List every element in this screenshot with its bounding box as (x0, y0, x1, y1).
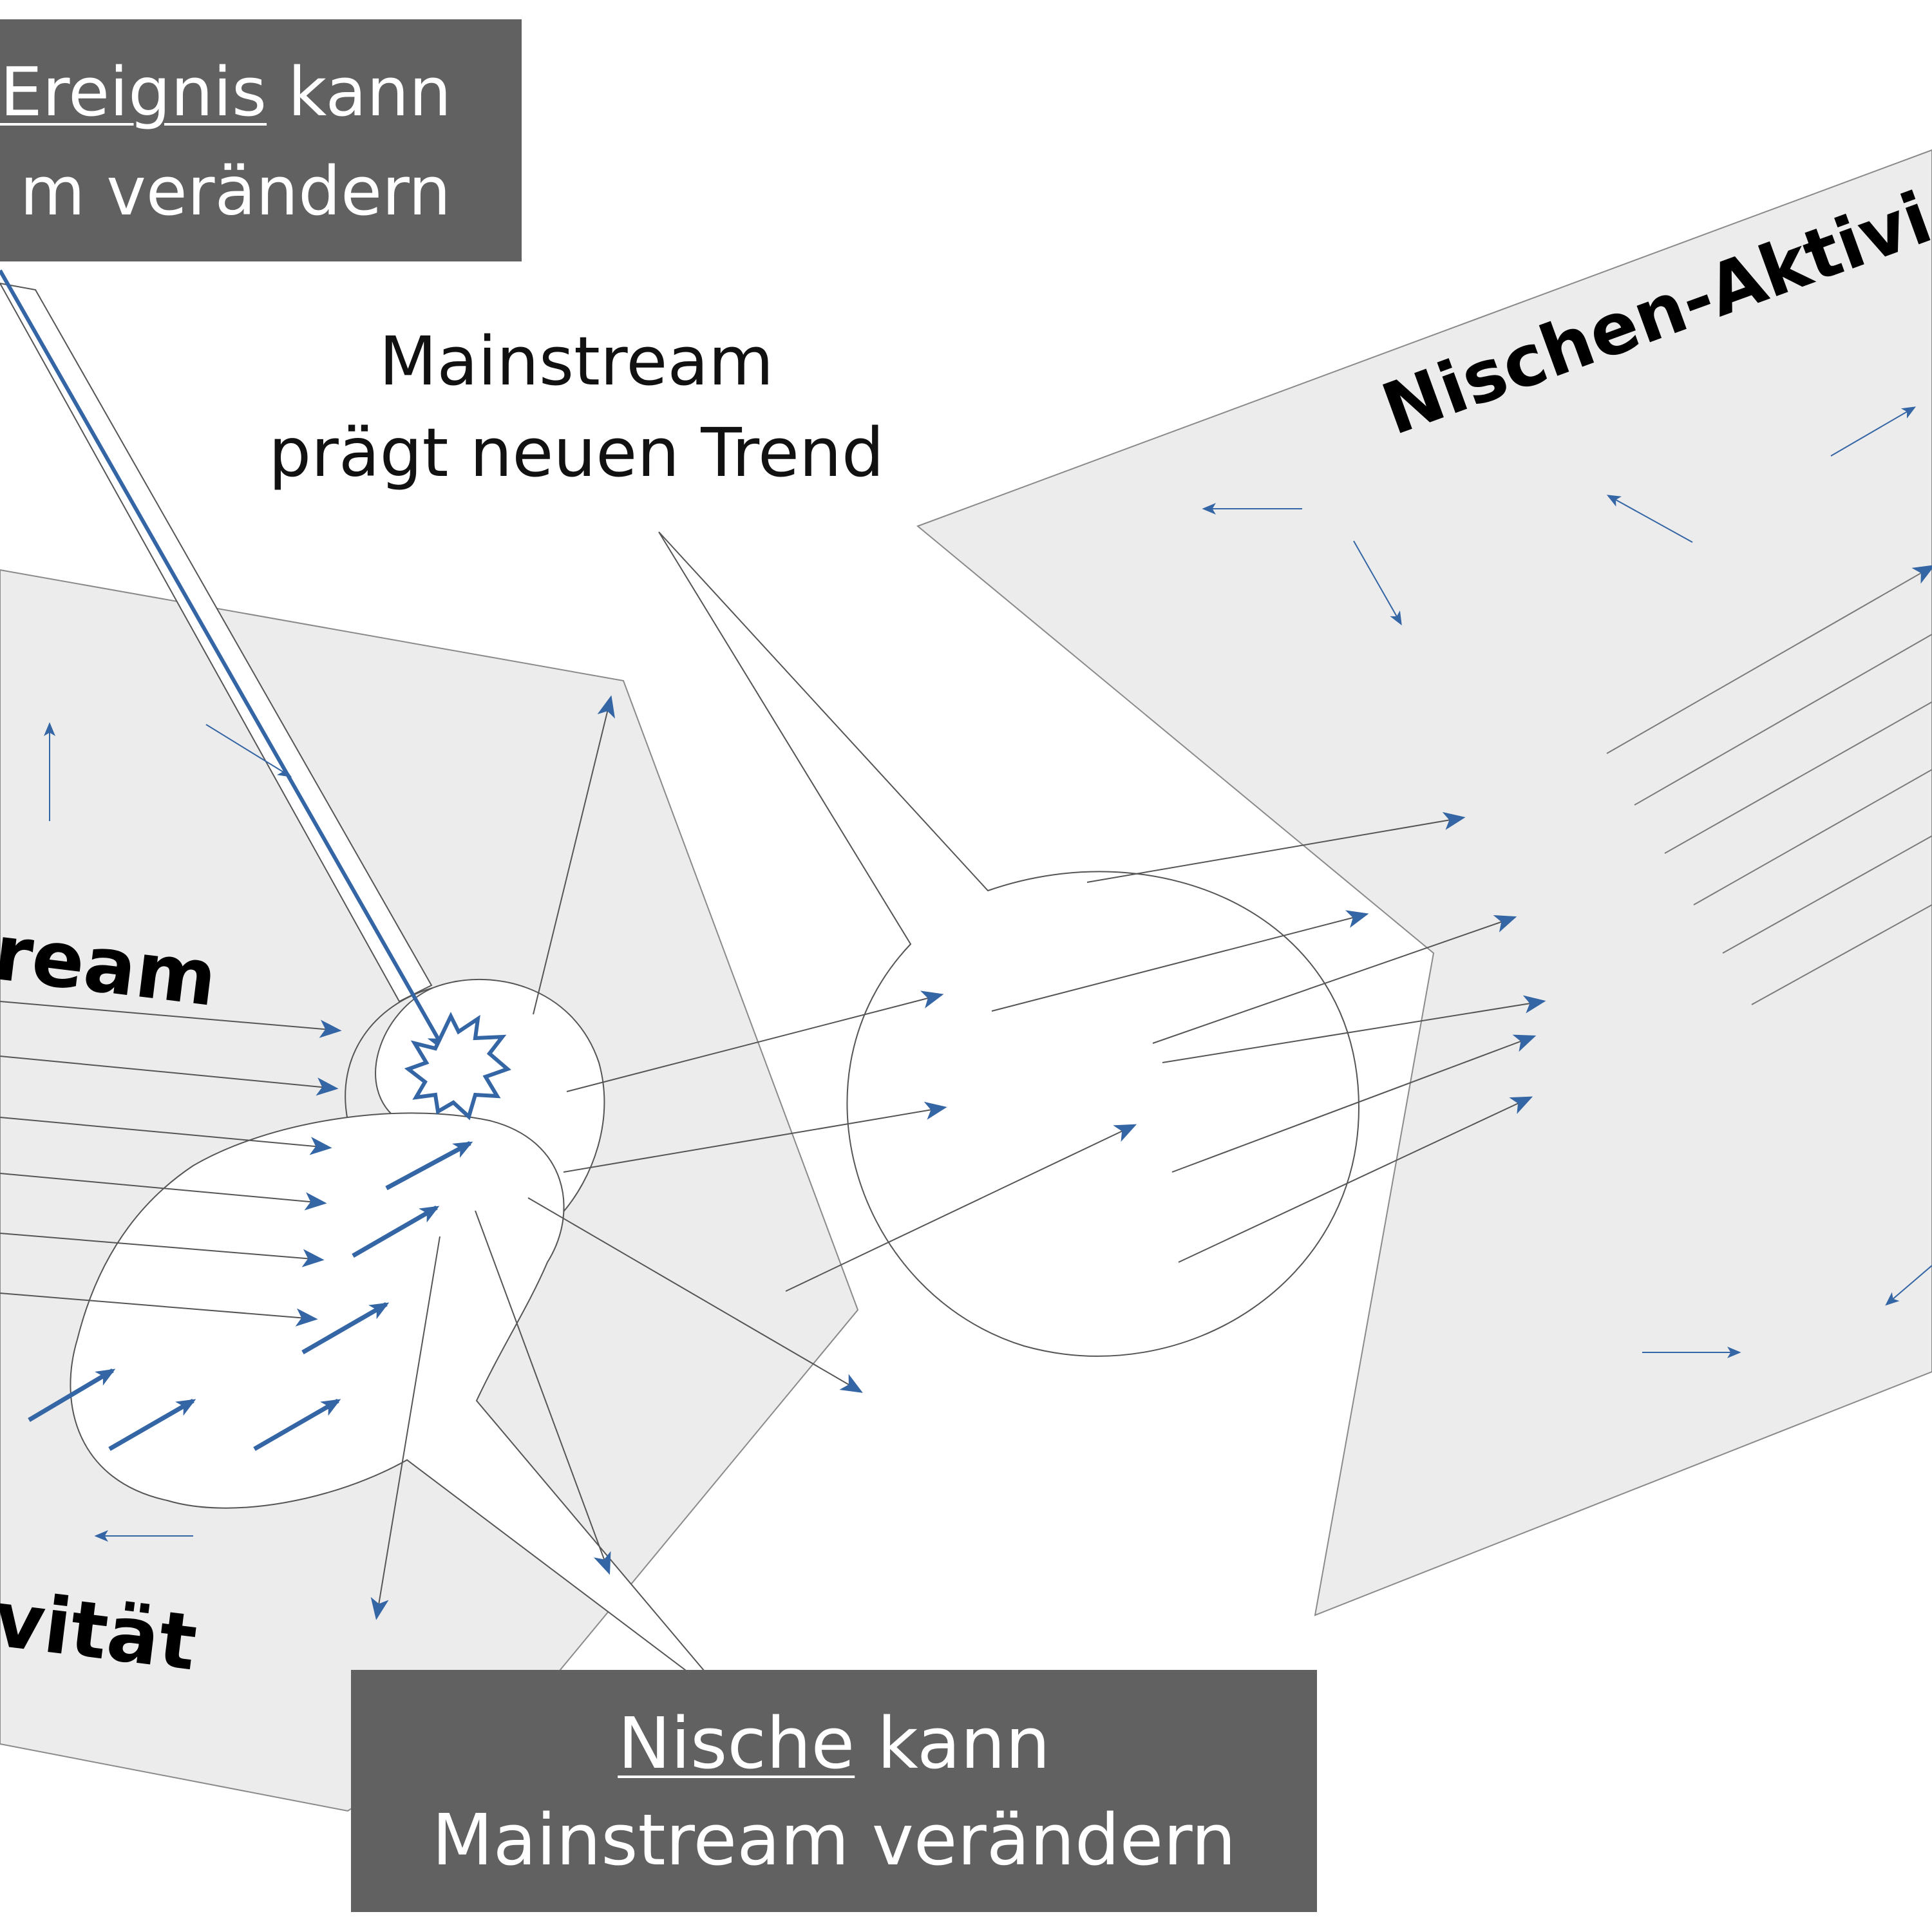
niche-box-line1: Nische kann (351, 1702, 1317, 1785)
event-box-line1: Ereignis kann (0, 53, 522, 131)
flow-arrow (0, 1173, 327, 1211)
mainstream-callout-line1: Mainstream (379, 322, 774, 401)
flow-arrow (0, 1293, 318, 1327)
mainstream-callout-bubble (658, 531, 1360, 1357)
right-plane (916, 149, 1932, 1616)
niche-arrow (301, 1302, 390, 1355)
right-down-arrow (1353, 540, 1402, 626)
flow-arrow (1152, 914, 1517, 1044)
flow-arrow (370, 1236, 440, 1620)
event-arrow (0, 269, 446, 1053)
event-box-line2: m verändern (19, 152, 451, 231)
niche-arrow (385, 1141, 473, 1191)
flow-arrow (1162, 995, 1546, 1063)
trend-line (1722, 835, 1932, 954)
trend-line (1606, 565, 1932, 754)
flow-arrow (566, 990, 944, 1092)
niche-word: Nische (618, 1702, 855, 1785)
niche-rest: kann (855, 1702, 1050, 1785)
mainstream-callout-text: Mainstream prägt neuen Trend (245, 322, 908, 492)
trend-line (1751, 904, 1932, 1005)
niche-arrow (108, 1398, 196, 1452)
flow-arrow (1171, 1034, 1537, 1173)
left-diag-arrow (205, 724, 292, 777)
niche-arrow (352, 1205, 440, 1258)
event-burst-icon (404, 1012, 511, 1121)
flow-arrow (527, 1197, 863, 1393)
right-diag-arrow (1606, 495, 1693, 543)
flow-arrow (533, 695, 616, 1015)
niche-box-line2: Mainstream verändern (431, 1799, 1236, 1881)
trend-line (1693, 769, 1932, 905)
flow-arrow (0, 1001, 342, 1038)
flow-arrow (785, 1124, 1137, 1292)
niche-arrow (253, 1398, 341, 1452)
right-small-arrow (1885, 1265, 1932, 1306)
flow-arrow (0, 1233, 325, 1267)
right-up-arrow (1830, 406, 1917, 457)
niche-box: Nische kann Mainstream verändern (351, 1670, 1317, 1912)
flow-arrow (475, 1210, 611, 1575)
niche-bubble (70, 1112, 736, 1709)
flow-arrow (1086, 811, 1466, 883)
event-rest: kann (267, 53, 452, 131)
flow-arrow (0, 1117, 332, 1155)
flow-arrow (563, 1101, 947, 1173)
flow-arrow (991, 910, 1369, 1012)
flow-arrow (0, 1056, 339, 1096)
trend-line (1634, 634, 1932, 806)
trend-line (1664, 701, 1932, 854)
event-box: Ereignis kann m verändern (0, 19, 522, 261)
event-word: Ereignis (0, 53, 267, 131)
flow-arrow (1178, 1096, 1533, 1263)
niche-arrow (28, 1368, 116, 1423)
mainstream-callout-line2: prägt neuen Trend (269, 413, 884, 492)
